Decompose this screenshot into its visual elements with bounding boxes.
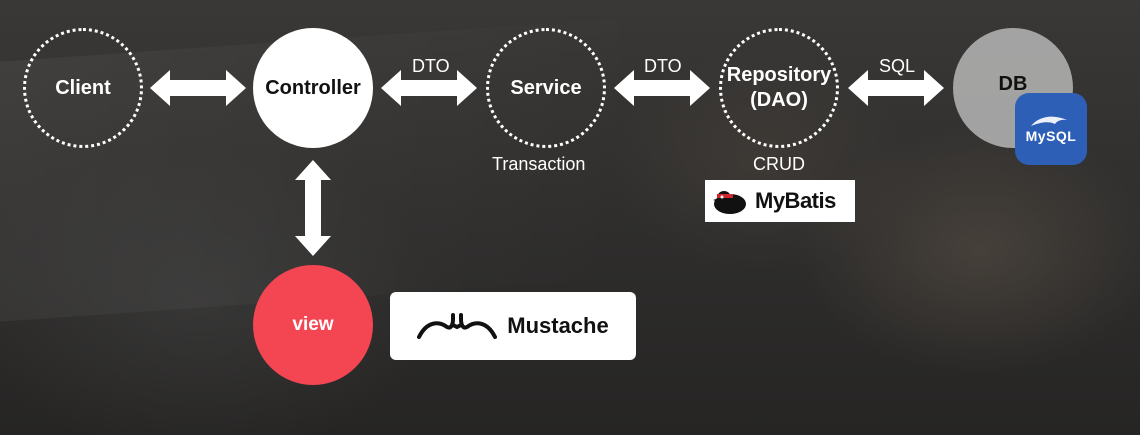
dto-label-1: DTO [412, 56, 450, 76]
view-label: view [292, 314, 334, 336]
mybatis-logo: MyBatis [705, 180, 855, 222]
repository-dao-label: (DAO) [750, 89, 808, 111]
service-node: Service [486, 28, 606, 148]
controller-node: Controller [253, 28, 373, 148]
mustache-brace-icon [417, 313, 498, 339]
controller-label: Controller [265, 76, 361, 99]
service-label: Service [510, 76, 582, 99]
repository-node: Repository (DAO) [719, 28, 839, 148]
client-node: Client [23, 28, 143, 148]
repository-db-arrow [848, 70, 944, 106]
mysql-logo-text: MySQL [1025, 128, 1077, 144]
repository-label: Repository [726, 64, 832, 86]
service-repository-arrow [614, 70, 710, 106]
mybatis-logo-text: MyBatis [755, 188, 836, 213]
controller-view-arrow [295, 160, 331, 256]
controller-service-arrow [381, 70, 477, 106]
client-label: Client [55, 76, 111, 99]
sql-label: SQL [879, 56, 916, 76]
transaction-label: Transaction [492, 154, 586, 174]
db-label: DB [998, 72, 1028, 95]
mybatis-bird-icon [713, 191, 746, 214]
view-node: view [253, 265, 373, 385]
mustache-logo-text: Mustache [507, 313, 609, 338]
crud-label: CRUD [753, 154, 805, 174]
dto-label-2: DTO [644, 56, 682, 76]
mysql-logo: MySQL [1015, 93, 1087, 165]
dolphin-icon [1031, 116, 1067, 126]
client-controller-arrow [150, 70, 246, 106]
mustache-logo: Mustache [390, 292, 636, 360]
